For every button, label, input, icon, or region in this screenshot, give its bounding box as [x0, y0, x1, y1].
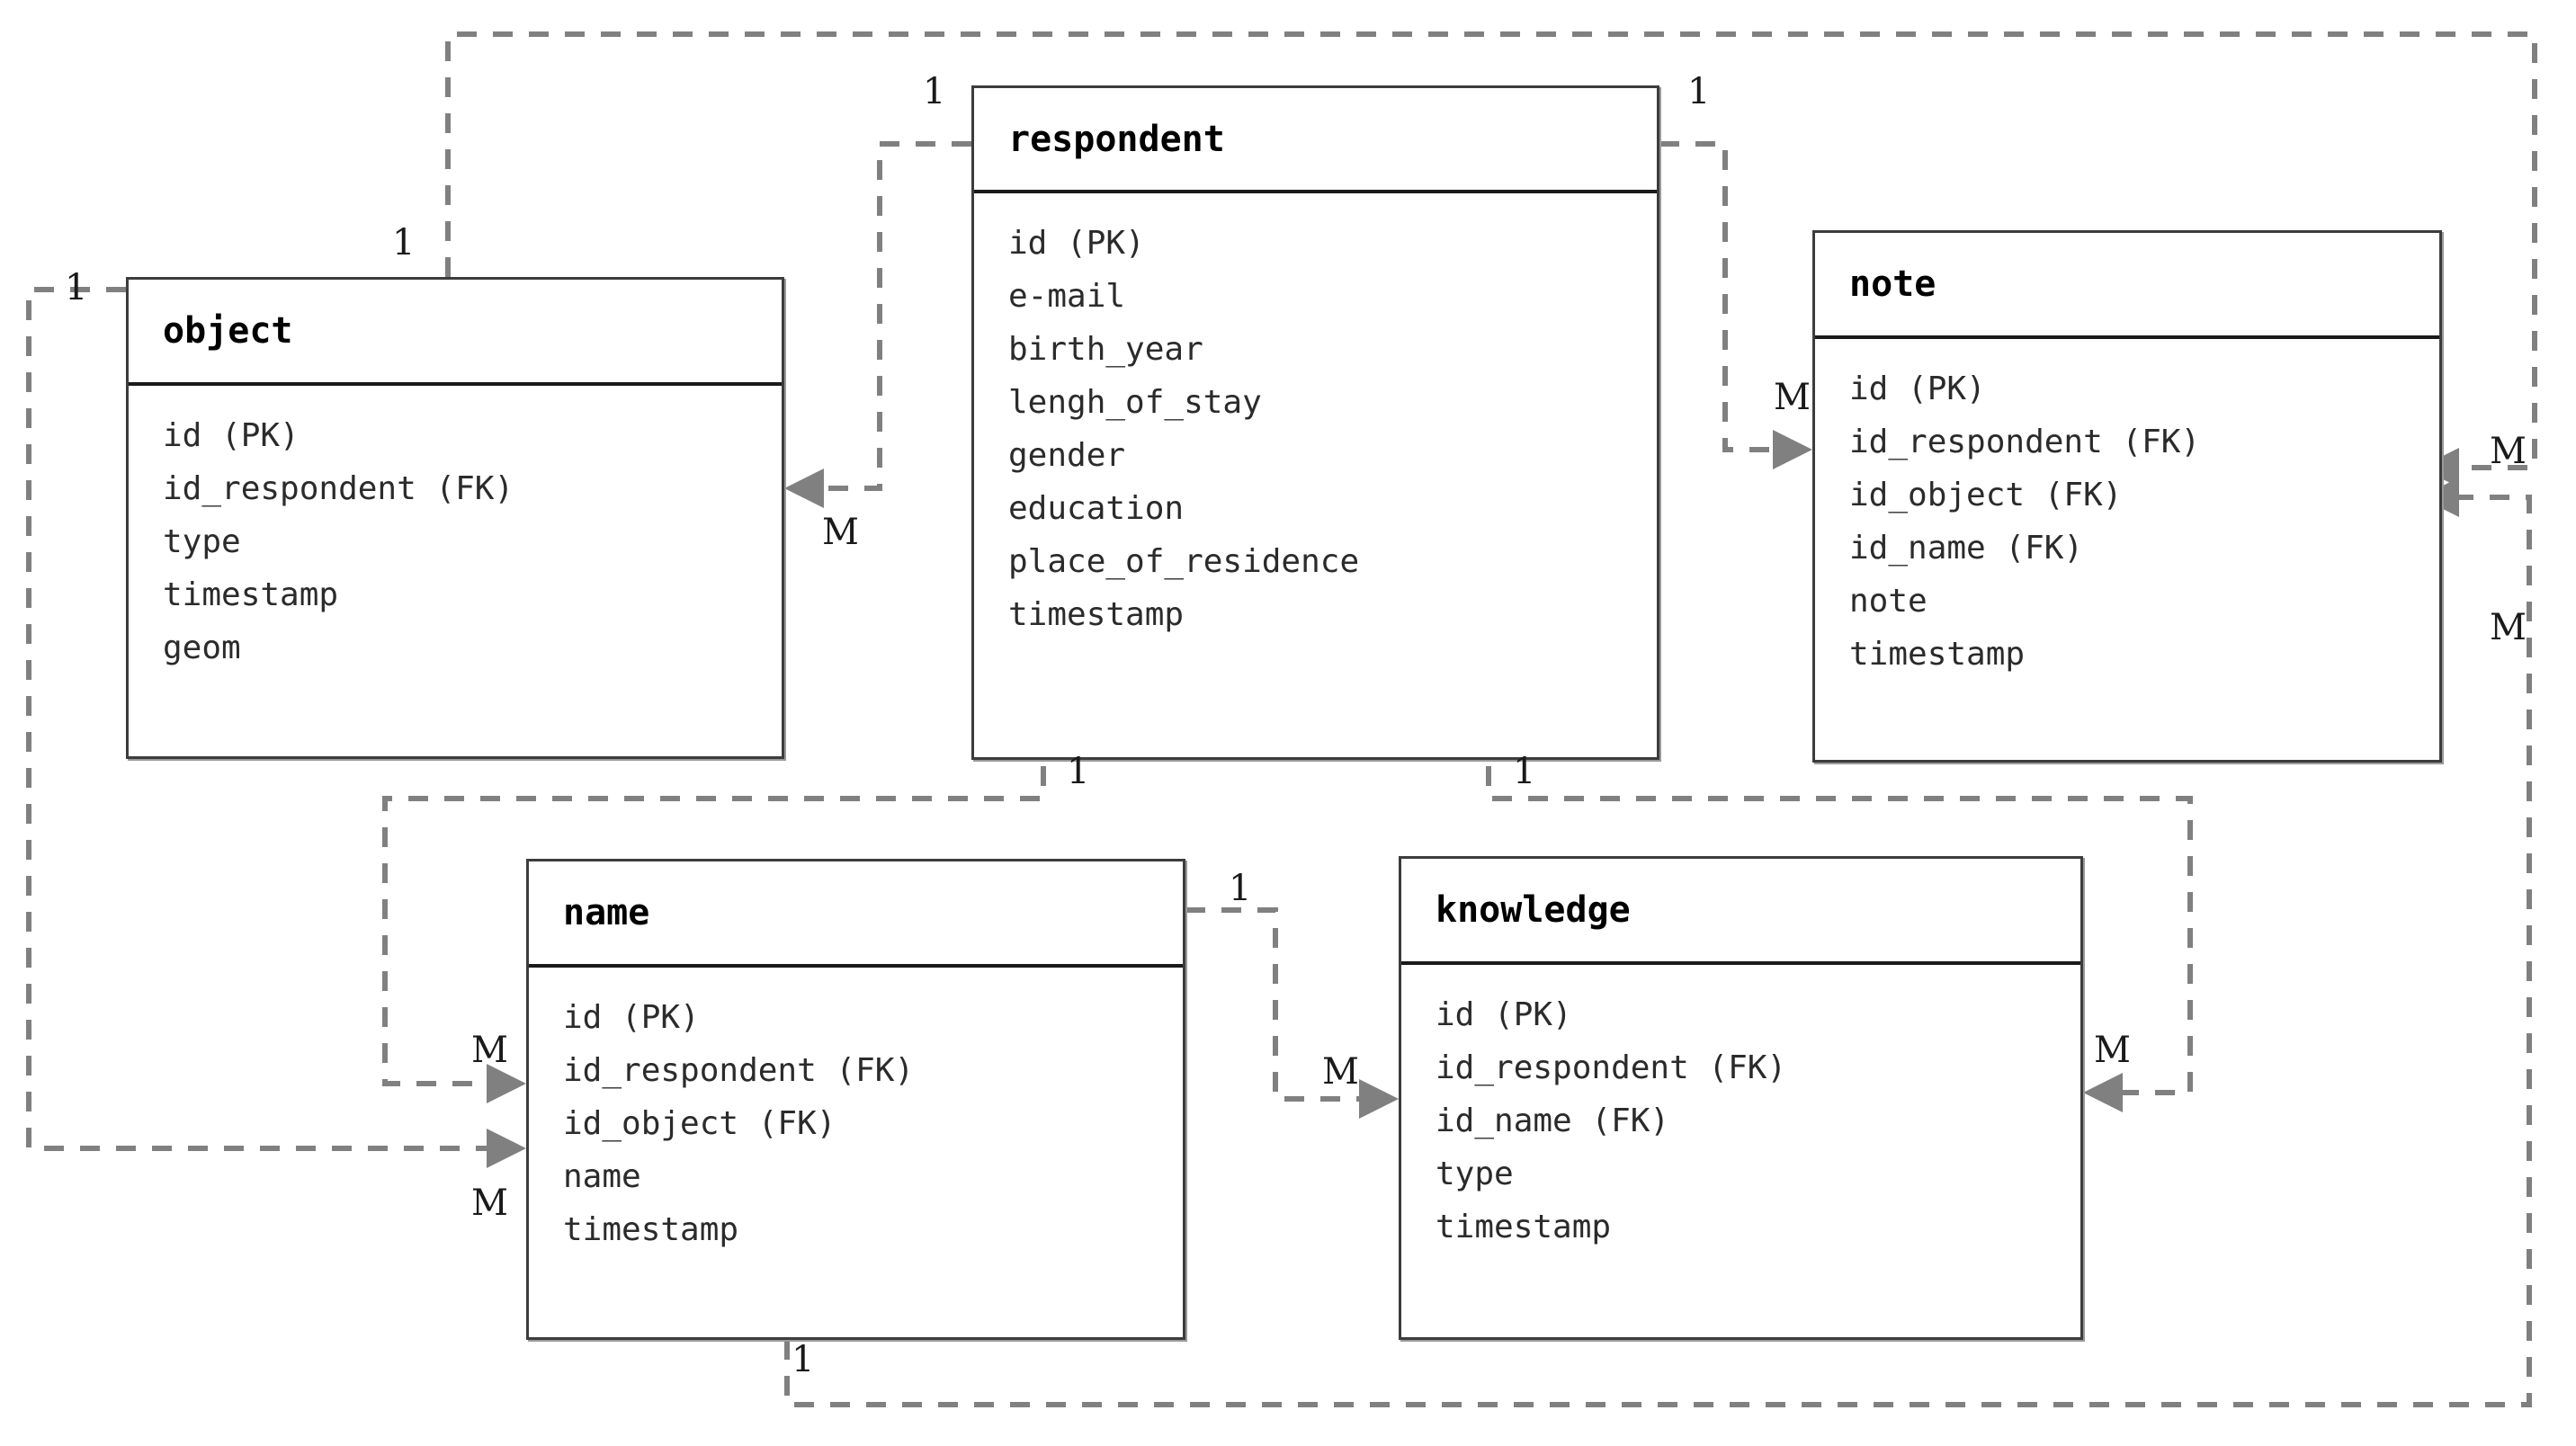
entity-note-attributes: id (PK) id_respondent (FK) id_object (FK…: [1815, 339, 2439, 681]
cardinality-label: 1: [923, 71, 946, 112]
cardinality-label: M: [2094, 1030, 2131, 1071]
cardinality-label: M: [1322, 1051, 1359, 1093]
entity-name-attributes: id (PK) id_respondent (FK) id_object (FK…: [529, 968, 1183, 1256]
attribute-row: timestamp: [163, 576, 339, 613]
entity-object-header: object: [129, 280, 782, 386]
attribute-row: id_object (FK): [1849, 477, 2123, 513]
cardinality-label: 1: [1513, 751, 1536, 792]
attribute-row: id (PK): [563, 999, 700, 1036]
attribute-row: type: [1436, 1156, 1514, 1192]
entity-knowledge-title: knowledge: [1436, 889, 1631, 931]
entity-respondent[interactable]: respondent id (PK) e-mail birth_year len…: [971, 85, 1659, 760]
attribute-row: timestamp: [1436, 1209, 1612, 1245]
attribute-row: id_respondent (FK): [1849, 424, 2201, 460]
attribute-row: id (PK): [1436, 996, 1572, 1033]
entity-knowledge-attributes: id (PK) id_respondent (FK) id_name (FK) …: [1401, 965, 2080, 1254]
cardinality-label: 1: [1687, 71, 1711, 112]
arrowhead-object-right: [784, 469, 824, 508]
arrowhead-name-left-object: [487, 1129, 526, 1168]
attribute-row: name: [563, 1158, 641, 1195]
attribute-row: gender: [1008, 437, 1126, 474]
entity-note-title: note: [1849, 263, 1936, 305]
cardinality-label: 1: [1067, 751, 1090, 792]
attribute-row: note: [1849, 583, 1928, 620]
entity-name-header: name: [529, 861, 1183, 968]
cardinality-label: 1: [792, 1339, 815, 1380]
cardinality-label: 1: [392, 222, 416, 263]
wire-respondent-object: [809, 141, 971, 491]
attribute-row: timestamp: [1849, 636, 2026, 673]
entity-respondent-title: respondent: [1008, 118, 1225, 160]
entity-name-title: name: [563, 892, 650, 933]
attribute-row: timestamp: [563, 1211, 739, 1248]
entity-note[interactable]: note id (PK) id_respondent (FK) id_objec…: [1812, 230, 2442, 763]
attribute-row: id (PK): [163, 417, 300, 454]
cardinality-label: 1: [1229, 868, 1252, 909]
attribute-row: id_object (FK): [563, 1105, 836, 1142]
cardinality-label: M: [2490, 607, 2527, 648]
cardinality-label: M: [1774, 377, 1811, 418]
attribute-row: id_respondent (FK): [563, 1052, 915, 1089]
cardinality-label: M: [822, 512, 859, 553]
attribute-row: id_name (FK): [1436, 1102, 1670, 1139]
entity-object-attributes: id (PK) id_respondent (FK) type timestam…: [129, 386, 782, 674]
arrowhead-note-left: [1773, 430, 1812, 469]
cardinality-label: M: [471, 1030, 508, 1071]
entity-knowledge-header: knowledge: [1401, 859, 2080, 965]
cardinality-label: M: [471, 1183, 508, 1224]
attribute-row: type: [163, 523, 241, 560]
attribute-row: birth_year: [1008, 331, 1203, 368]
entity-name[interactable]: name id (PK) id_respondent (FK) id_objec…: [526, 859, 1185, 1340]
attribute-row: id (PK): [1008, 225, 1145, 262]
wire-respondent-note: [1659, 141, 1792, 452]
entity-knowledge[interactable]: knowledge id (PK) id_respondent (FK) id_…: [1399, 856, 2083, 1340]
attribute-row: id_respondent (FK): [163, 470, 514, 507]
entity-respondent-attributes: id (PK) e-mail birth_year lengh_of_stay …: [974, 193, 1657, 641]
entity-note-header: note: [1815, 233, 2439, 339]
cardinality-label: M: [2490, 431, 2527, 472]
attribute-row: id_respondent (FK): [1436, 1049, 1787, 1086]
attribute-row: education: [1008, 490, 1185, 527]
arrowhead-knowledge-left: [1359, 1079, 1399, 1119]
attribute-row: lengh_of_stay: [1008, 384, 1262, 421]
attribute-row: place_of_residence: [1008, 543, 1360, 580]
entity-respondent-header: respondent: [974, 88, 1657, 193]
entity-object-title: object: [163, 310, 293, 352]
attribute-row: geom: [163, 629, 241, 666]
cardinality-label: 1: [65, 267, 88, 308]
attribute-row: id_name (FK): [1849, 530, 2084, 567]
entity-object[interactable]: object id (PK) id_respondent (FK) type t…: [126, 277, 784, 759]
arrowhead-knowledge-right: [2083, 1073, 2123, 1112]
attribute-row: timestamp: [1008, 596, 1185, 633]
attribute-row: e-mail: [1008, 278, 1126, 315]
attribute-row: id (PK): [1849, 370, 1986, 407]
